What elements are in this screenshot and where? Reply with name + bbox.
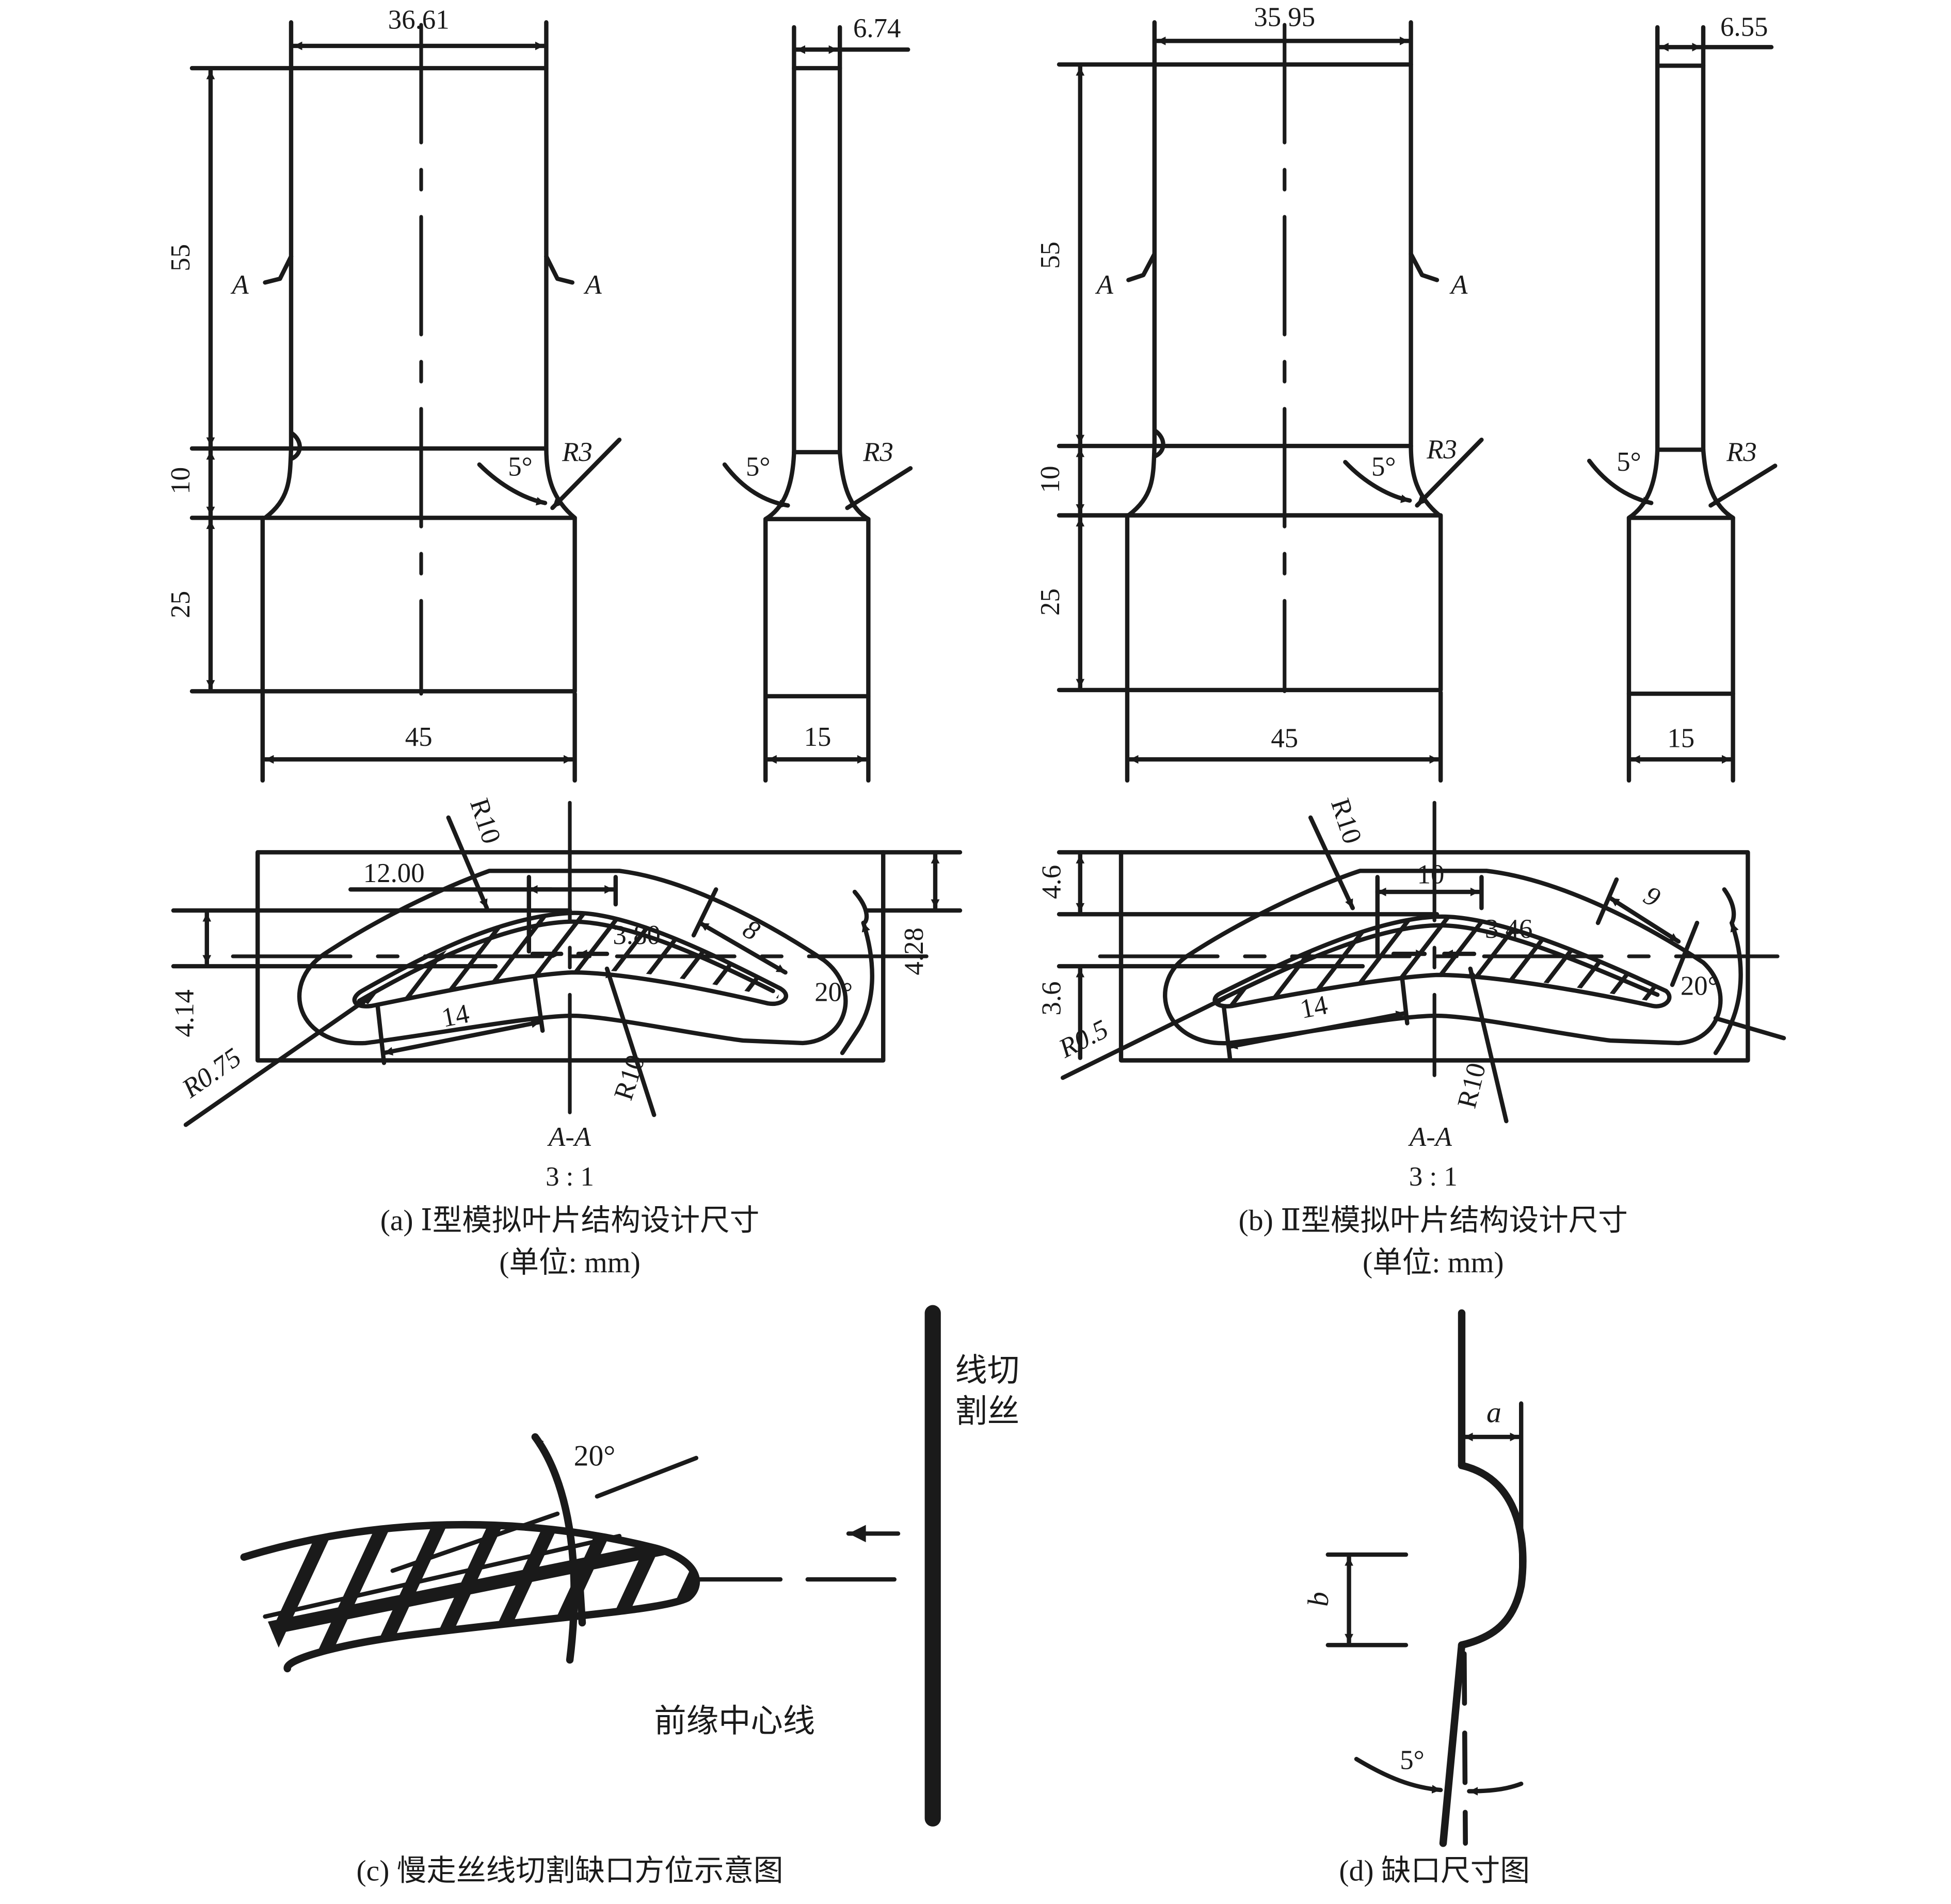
section-mark-left: A	[230, 270, 249, 300]
dim-root-width: 45	[405, 722, 433, 752]
dim-height-fillet: 10	[1035, 466, 1065, 493]
dim-height-fillet: 10	[166, 467, 196, 494]
panel-c: 20° 线切 割丝 前缘中心线 (c) 慢走丝线切割缺口方位示意图	[240, 1305, 1019, 1887]
dim-root-thickness: 15	[804, 722, 831, 752]
panel-b-side-view: 15 6.55 5° R3	[1587, 12, 1778, 783]
section-name: A-A	[547, 1122, 591, 1152]
dim-top-width: 35.95	[1254, 3, 1315, 33]
caption-d: (d) 缺口尺寸图	[1339, 1854, 1530, 1887]
radius-label: R3	[1426, 435, 1457, 465]
panel-a: 36.61 55 10 25 45 A A 5° R3	[166, 5, 963, 1279]
dim-top-width: 36.61	[388, 5, 450, 35]
dim-root-thickness: 15	[1667, 723, 1694, 753]
dim-height-root: 25	[166, 591, 196, 618]
wire-label-line1: 线切	[955, 1353, 1019, 1388]
sec-dim-346: 3.46	[1485, 914, 1532, 944]
sec-dim-8: 8	[738, 914, 765, 946]
radius-label: R3	[562, 437, 593, 467]
section-mark-left: A	[1095, 270, 1114, 300]
dim-root-width: 45	[1271, 723, 1298, 753]
side-angle-label: 5°	[1617, 447, 1641, 477]
panel-b: 35.95 55 10 25 45 A A 5° R3	[1035, 3, 1786, 1279]
panel-a-front-view: 36.61 55 10 25 45 A A 5° R3	[166, 5, 622, 783]
dim-height-root: 25	[1035, 588, 1065, 616]
sec-dim-14: 14	[439, 999, 472, 1033]
angle-5: 5°	[1400, 1745, 1425, 1775]
side-angle-label: 5°	[746, 452, 771, 482]
dim-thickness: 6.74	[853, 13, 901, 43]
section-scale: 3 : 1	[546, 1162, 594, 1192]
panel-d: a b 5° (d) 缺口尺寸图	[1302, 1309, 1530, 1887]
wire-label-line2: 割丝	[955, 1394, 1019, 1429]
sec-dim-414: 4.14	[169, 989, 199, 1037]
dim-height-airfoil: 55	[1035, 242, 1065, 269]
dim-height-airfoil: 55	[166, 244, 196, 271]
side-radius-label: R3	[1726, 437, 1757, 467]
caption-a: (a) Ⅰ型模拟叶片结构设计尺寸	[380, 1204, 760, 1237]
sec-dim-380: 3.80	[613, 920, 660, 950]
section-mark-right: A	[583, 270, 602, 300]
angle-20: 20°	[574, 1439, 616, 1472]
panel-b-section: 10 R10 3.46 9 20° 4.6 3.6 14	[1036, 795, 1786, 1192]
section-name: A-A	[1408, 1122, 1452, 1152]
sec-r10-bottom: R10	[1452, 1060, 1492, 1111]
sec-dim-428: 4.28	[899, 927, 929, 975]
sec-r10-top: R10	[464, 795, 506, 847]
caption-c: (c) 慢走丝线切割缺口方位示意图	[356, 1854, 783, 1887]
sec-width: 10	[1417, 859, 1445, 889]
sec-dim-46: 4.6	[1036, 865, 1066, 899]
section-scale: 3 : 1	[1409, 1162, 1458, 1192]
angle-label: 5°	[1371, 452, 1396, 482]
side-radius-label: R3	[862, 437, 893, 467]
caption-b: (b) Ⅱ型模拟叶片结构设计尺寸	[1239, 1204, 1628, 1237]
panel-a-section: 12.00 R10 3.80 8 20° 4.14	[169, 795, 963, 1192]
sec-r075: R0.75	[177, 1042, 247, 1104]
sec-dim-9: 9	[1639, 881, 1666, 913]
sec-dim-36: 3.6	[1036, 982, 1066, 1016]
centerline-label: 前缘中心线	[654, 1703, 815, 1739]
sec-angle-20: 20°	[814, 977, 853, 1007]
dim-thickness: 6.55	[1720, 12, 1768, 42]
panel-b-front-view: 35.95 55 10 25 45 A A 5° R3	[1035, 3, 1484, 783]
unit-b: (单位: mm)	[1363, 1246, 1504, 1279]
sec-r10-top: R10	[1325, 795, 1367, 847]
section-mark-right: A	[1449, 270, 1468, 300]
sec-angle-20: 20°	[1681, 971, 1719, 1001]
unit-a: (单位: mm)	[499, 1246, 641, 1279]
label-b: b	[1302, 1592, 1335, 1607]
sec-dim-14: 14	[1298, 990, 1330, 1025]
label-a: a	[1486, 1396, 1501, 1429]
panel-a-side-view: 15 6.74 5° R3	[722, 13, 913, 783]
sec-width: 12.00	[363, 858, 425, 888]
angle-label: 5°	[508, 452, 533, 482]
